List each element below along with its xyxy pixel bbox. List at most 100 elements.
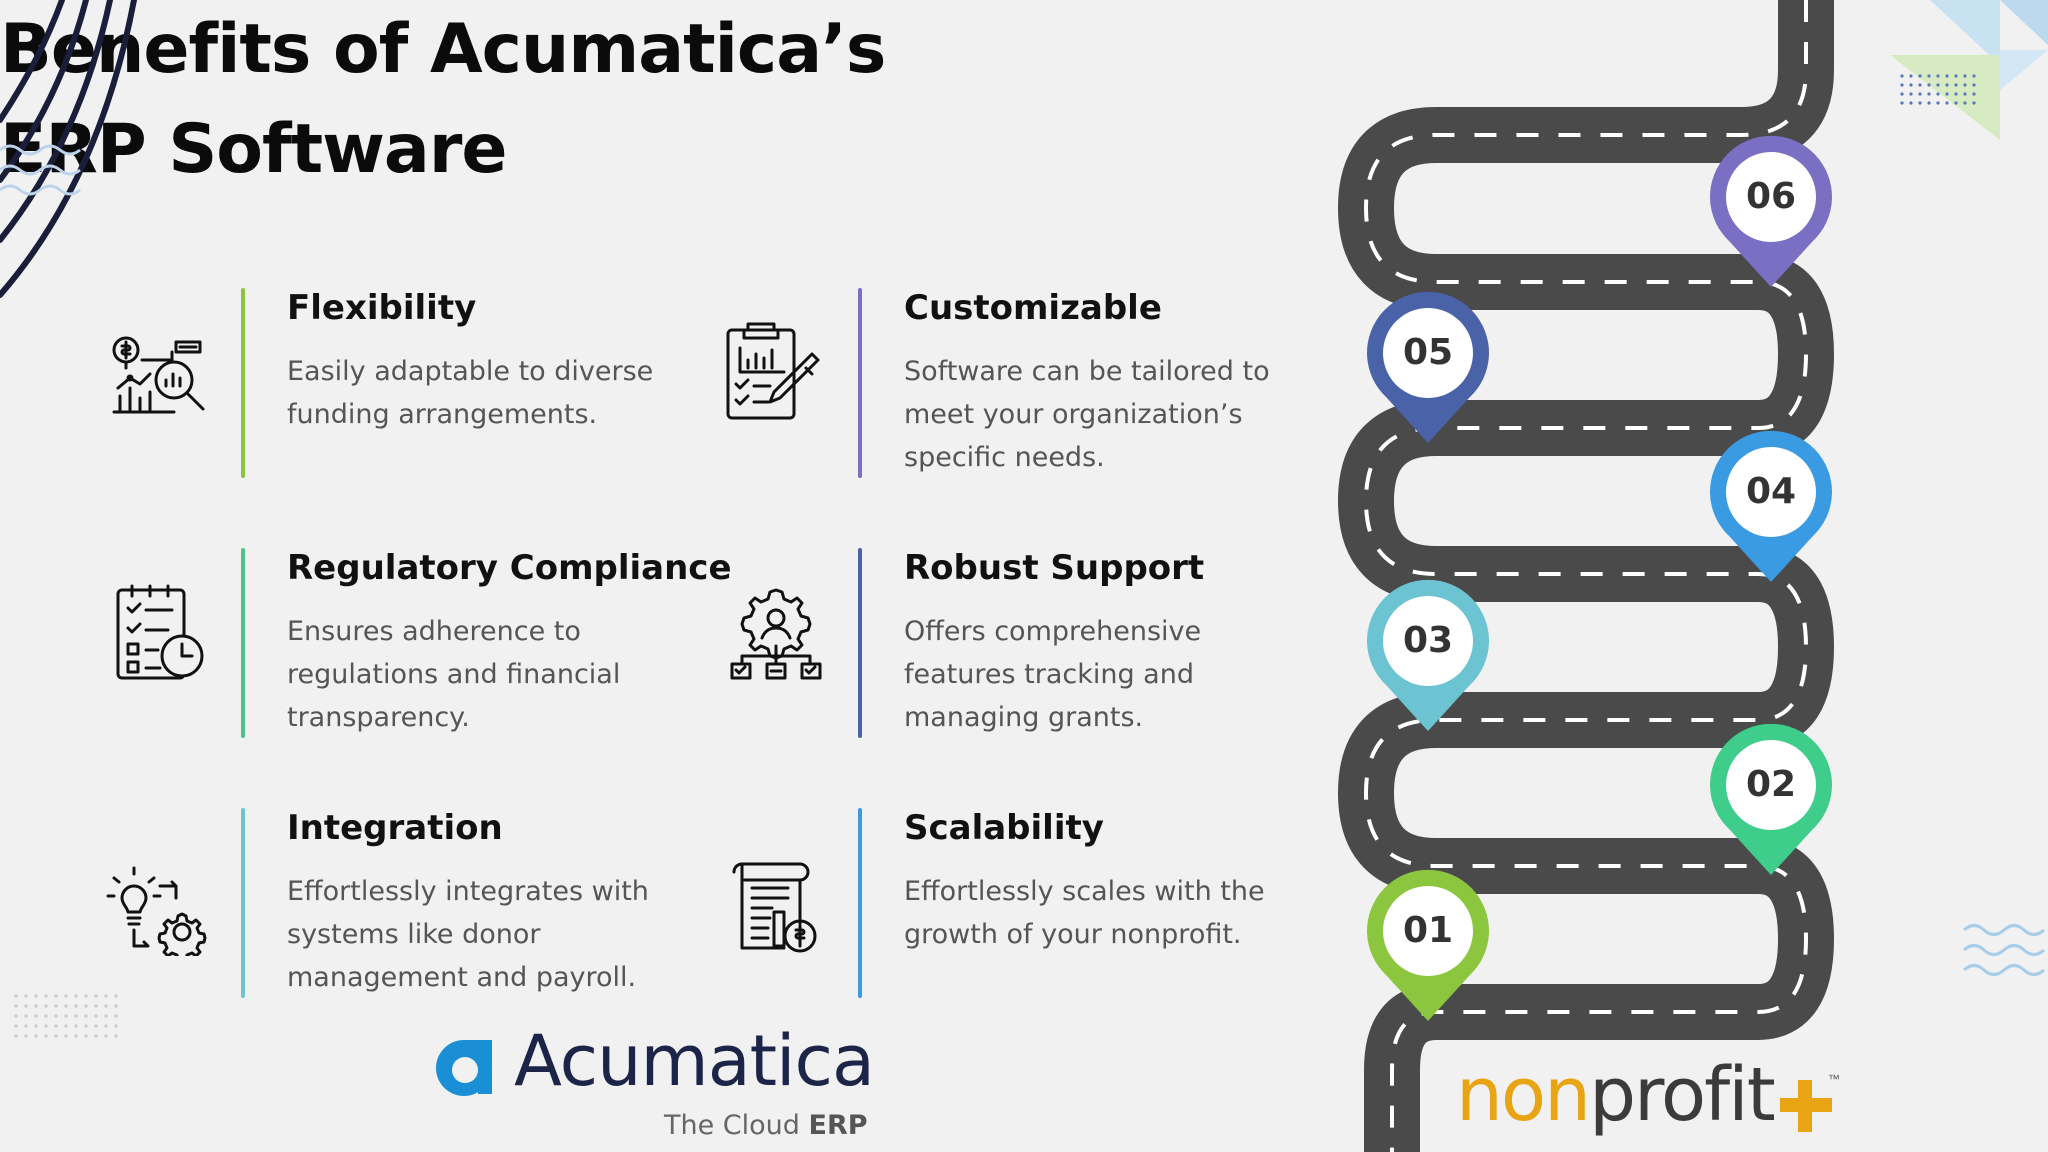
decorative-dot [1972, 74, 1976, 78]
decorative-dot [24, 1004, 28, 1008]
decorative-triangles [1890, 0, 2048, 140]
acumatica-logo: Acumatica The Cloud ERP [432, 1020, 875, 1150]
decorative-dot [1963, 92, 1967, 96]
decorative-dot [1954, 101, 1958, 105]
clipboard-chart-pencil-icon [722, 318, 826, 422]
decorative-dot [1927, 92, 1931, 96]
map-pin-icon [1367, 869, 1489, 1021]
decorative-dot [1972, 101, 1976, 105]
benefit-accent-bar [241, 548, 245, 738]
pin-label: 01 [1402, 910, 1454, 951]
decorative-dot [34, 994, 38, 998]
decorative-dot [64, 1024, 68, 1028]
decorative-dot [1972, 83, 1976, 87]
trademark-mark: ™ [1828, 1072, 1840, 1086]
decorative-dot [44, 1014, 48, 1018]
decorative-dot [54, 1014, 58, 1018]
decorative-dot [44, 1004, 48, 1008]
decorative-dot [114, 1024, 118, 1028]
decorative-dot [1954, 74, 1958, 78]
decorative-dot [1918, 74, 1922, 78]
road-pin-02: 02 [1708, 722, 1834, 877]
decorative-dot [34, 1034, 38, 1038]
decorative-dot [84, 1014, 88, 1018]
decorative-dot [54, 994, 58, 998]
decorative-dot [1918, 83, 1922, 87]
map-pin-icon [1710, 723, 1832, 875]
map-pin-icon [1710, 430, 1832, 582]
decorative-dot [44, 1034, 48, 1038]
decorative-dot [1900, 101, 1904, 105]
decorative-dot [74, 1024, 78, 1028]
benefit-title: Integration [287, 808, 503, 848]
decorative-dot [1972, 92, 1976, 96]
decorative-dot [1936, 92, 1940, 96]
decorative-dot [1945, 92, 1949, 96]
decorative-dot [1927, 101, 1931, 105]
decorative-dot [114, 1004, 118, 1008]
decorative-dot [74, 994, 78, 998]
nonprofit-wordmark-a: non [1456, 1052, 1591, 1138]
decorative-dot [84, 994, 88, 998]
pin-label: 06 [1745, 176, 1797, 217]
decorative-dot [34, 1004, 38, 1008]
decorative-dot [1909, 92, 1913, 96]
decorative-dot [74, 1034, 78, 1038]
benefit-accent-bar [241, 808, 245, 998]
checklist-clock-icon [112, 582, 208, 684]
decorative-dot [54, 1034, 58, 1038]
decorative-dot-grid [14, 994, 118, 1038]
decorative-dot [94, 1034, 98, 1038]
nonprofit-wordmark-b: profit [1589, 1052, 1776, 1138]
decorative-dot [1909, 74, 1913, 78]
decorative-dot [64, 1034, 68, 1038]
benefit-title: Regulatory Compliance [287, 548, 732, 588]
decorative-dot [24, 1014, 28, 1018]
decorative-dot [104, 1034, 108, 1038]
benefit-description: Offers comprehensive features tracking a… [904, 616, 1202, 733]
decorative-dot [64, 1004, 68, 1008]
road-pin-06: 06 [1708, 134, 1834, 289]
benefit-description: Software can be tailored to meet your or… [904, 356, 1270, 473]
acumatica-wordmark: Acumatica [514, 1020, 875, 1102]
acumatica-tagline-b: ERP [808, 1110, 868, 1141]
decorative-dot [1927, 74, 1931, 78]
acumatica-tagline-a: The Cloud [664, 1110, 809, 1141]
road-pin-04: 04 [1708, 429, 1834, 584]
acumatica-tagline: The Cloud ERP [664, 1110, 868, 1141]
pin-label: 05 [1402, 332, 1454, 373]
page-title: Benefits of Acumatica’s ERP Software [0, 0, 900, 200]
plus-icon [1780, 1080, 1832, 1132]
decorative-dot [44, 994, 48, 998]
decorative-dot [44, 1024, 48, 1028]
decorative-dot [114, 994, 118, 998]
decorative-dot [74, 1014, 78, 1018]
decorative-dot [14, 1004, 18, 1008]
decorative-dot [14, 994, 18, 998]
decorative-diagonal-lines [0, 0, 137, 298]
decorative-waves [1962, 924, 2046, 976]
acumatica-mark-icon [436, 1040, 492, 1096]
benefit-description: Effortlessly integrates with systems lik… [287, 876, 649, 993]
pin-label: 03 [1402, 620, 1454, 661]
decorative-dot [94, 1004, 98, 1008]
decorative-dot [1900, 74, 1904, 78]
decorative-dot [54, 1024, 58, 1028]
benefit-title: Scalability [904, 808, 1104, 848]
decorative-dot [24, 1024, 28, 1028]
decorative-dot [1954, 83, 1958, 87]
decorative-dot [104, 1024, 108, 1028]
road-surface [1338, 0, 1834, 1152]
page-title-line-2: ERP Software [0, 110, 507, 189]
decorative-dot [84, 1024, 88, 1028]
decorative-dot [1945, 83, 1949, 87]
decorative-dot [1945, 74, 1949, 78]
nonprofit-plus-logo: nonprofit ™ [1456, 1052, 1856, 1148]
map-pin-icon [1367, 291, 1489, 443]
pin-label: 04 [1745, 471, 1797, 512]
benefit-title: Robust Support [904, 548, 1205, 588]
decorative-dot [1936, 83, 1940, 87]
decorative-dot [114, 1034, 118, 1038]
benefit-title: Customizable [904, 288, 1162, 328]
road-pin-01: 01 [1365, 868, 1491, 1023]
